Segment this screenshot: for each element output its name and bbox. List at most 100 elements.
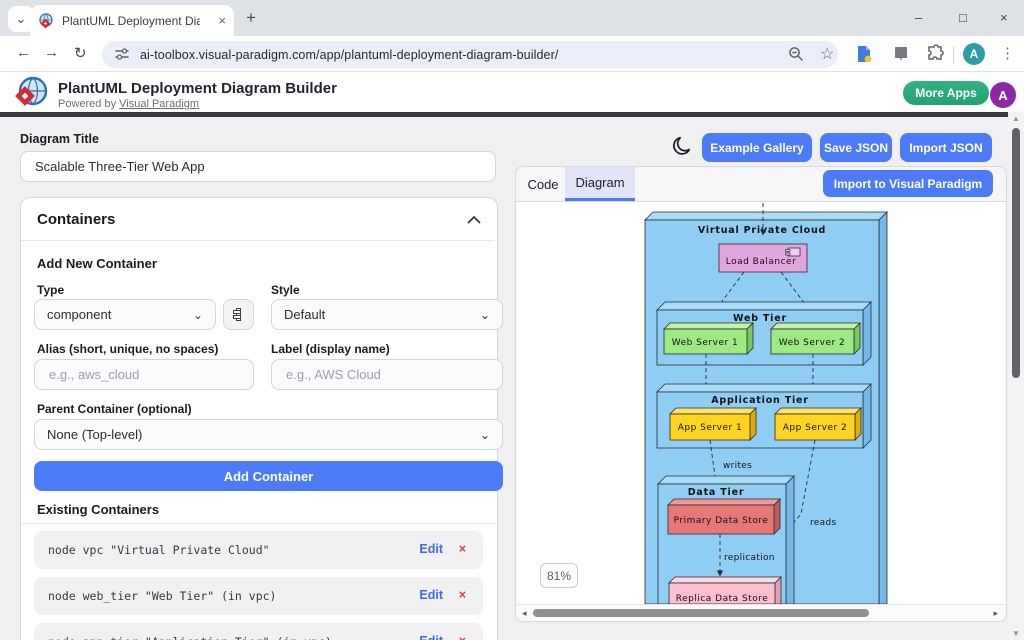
bookmark-star-icon[interactable]: ☆ [820, 46, 835, 63]
browser-tab[interactable]: PlantUML Deployment Diagram × [30, 5, 234, 36]
visual-paradigm-link[interactable]: Visual Paradigm [119, 98, 200, 110]
container-code: node vpc "Virtual Private Cloud" [48, 543, 270, 557]
favicon-icon [39, 12, 53, 28]
alias-field[interactable] [34, 359, 254, 390]
import-to-vp-button[interactable]: Import to Visual Paradigm [823, 170, 993, 197]
type-select[interactable]: component ⌄ [34, 299, 216, 330]
example-gallery-button[interactable]: Example Gallery [702, 133, 812, 162]
node-replica-store: Replica Data Store [668, 576, 782, 605]
web-server-2-label: Web Server 2 [779, 338, 846, 348]
app-tier-title: Application Tier [711, 395, 809, 406]
container-code: node web_tier "Web Tier" (in vpc) [48, 589, 277, 603]
powered-by: Powered by Visual Paradigm [58, 98, 200, 110]
chevron-up-icon[interactable] [467, 215, 481, 224]
delete-icon[interactable]: × [458, 542, 466, 556]
user-avatar[interactable]: A [990, 82, 1016, 108]
puzzle-extensions-icon[interactable] [926, 44, 946, 64]
zoom-level-badge: 81% [540, 563, 578, 588]
delete-icon[interactable]: × [459, 634, 466, 640]
add-new-container-heading: Add New Container [37, 256, 157, 271]
edit-link[interactable]: Edit [419, 542, 443, 556]
delete-icon[interactable]: × [458, 588, 466, 602]
diagram-title-input[interactable] [33, 158, 483, 175]
zoom-out-icon[interactable] [788, 46, 804, 62]
edit-link[interactable]: Edit [419, 634, 443, 640]
container-code: node app_tier "Application Tier" (in vpc… [48, 635, 332, 640]
forward-button[interactable]: → [44, 44, 59, 61]
containers-card: Containers Add New Container Type compon… [20, 197, 503, 640]
edit-link[interactable]: Edit [419, 588, 443, 602]
reload-button[interactable]: ↻ [74, 45, 87, 62]
style-select[interactable]: Default ⌄ [271, 299, 503, 330]
load-balancer-label: Load Balancer [726, 257, 797, 267]
more-apps-button[interactable]: More Apps [903, 81, 989, 105]
horizontal-scroll-thumb[interactable] [533, 609, 869, 617]
tab-search-button[interactable]: ⌄ [8, 6, 34, 32]
url-text[interactable]: ai-toolbox.visual-paradigm.com/app/plant… [140, 48, 559, 62]
scroll-left-icon[interactable]: ◂ [522, 608, 527, 618]
diagram-title-field[interactable] [20, 151, 496, 182]
primary-store-label: Primary Data Store [674, 516, 769, 526]
containers-section-title: Containers [37, 211, 116, 228]
back-button[interactable]: ← [16, 44, 31, 61]
horizontal-scrollbar[interactable]: ◂ ▸ [517, 604, 1005, 621]
import-json-button[interactable]: Import JSON [900, 133, 992, 162]
tab-close-icon[interactable]: × [218, 13, 226, 28]
parent-container-select[interactable]: None (Top-level) ⌄ [34, 419, 503, 450]
toolbar-separator [953, 46, 954, 64]
node-web-tier: Web Tier Web Server 1 Web Server 2 [656, 301, 872, 366]
chevron-down-icon: ⌄ [192, 307, 203, 322]
data-tier-title: Data Tier [688, 487, 745, 498]
writes-label: writes [723, 461, 752, 471]
scroll-down-icon[interactable]: ▼ [1012, 629, 1020, 638]
existing-container-row: node app_tier "Application Tier" (in vpc… [34, 623, 483, 640]
new-tab-button[interactable]: + [246, 8, 256, 28]
scroll-up-icon[interactable]: ▲ [1012, 114, 1020, 123]
kebab-menu-icon[interactable]: ⋮ [1000, 45, 1015, 62]
minimize-button[interactable]: – [915, 10, 923, 25]
address-bar[interactable] [102, 41, 838, 68]
header-divider [0, 112, 1008, 117]
extension-flag-icon[interactable] [892, 45, 910, 63]
close-button[interactable]: × [1000, 10, 1008, 25]
component-type-icon-button[interactable] [223, 299, 254, 330]
tab-diagram[interactable]: Diagram [565, 167, 635, 201]
vertical-scrollbar[interactable]: ▲ ▼ [1008, 112, 1024, 640]
maximize-button[interactable]: □ [959, 10, 967, 25]
vertical-scroll-thumb[interactable] [1012, 128, 1020, 378]
parent-select-value: None (Top-level) [47, 427, 143, 442]
tab-title: PlantUML Deployment Diagram [62, 13, 200, 28]
section-divider [21, 523, 495, 524]
parent-container-label: Parent Container (optional) [37, 402, 192, 416]
label-field[interactable] [271, 359, 503, 390]
add-container-button[interactable]: Add Container [34, 461, 503, 491]
component-icon [233, 308, 241, 321]
tune-icon[interactable] [114, 46, 130, 62]
node-app-tier: Application Tier App Server 1 App Server… [656, 383, 872, 449]
page-title: PlantUML Deployment Diagram Builder [58, 80, 337, 97]
type-select-value: component [47, 307, 112, 322]
tabbar-divider [516, 201, 1006, 202]
tab-code[interactable]: Code [527, 176, 559, 192]
dark-mode-moon-icon[interactable] [672, 136, 692, 157]
browser-profile-avatar[interactable]: A [963, 43, 985, 65]
type-label: Type [37, 283, 65, 297]
alias-input[interactable] [47, 366, 241, 383]
save-json-button[interactable]: Save JSON [820, 133, 892, 162]
extension-doc-icon[interactable] [854, 44, 874, 64]
app-logo-icon [15, 76, 48, 106]
scroll-right-icon[interactable]: ▸ [993, 608, 998, 618]
label-input[interactable] [284, 366, 490, 383]
app-server-1-label: App Server 1 [678, 423, 743, 433]
web-tier-title: Web Tier [733, 313, 787, 324]
style-select-value: Default [284, 307, 326, 322]
section-divider [21, 240, 495, 241]
diagram-canvas[interactable]: Virtual Private Cloud Load Balancer [517, 202, 1005, 605]
chevron-down-icon: ⌄ [479, 427, 490, 442]
diagram-panel: Code Diagram Import to Visual Paradigm V… [515, 166, 1007, 622]
node-load-balancer: Load Balancer [718, 243, 808, 273]
app-header [0, 72, 1024, 112]
existing-container-row: node web_tier "Web Tier" (in vpc) Edit × [34, 577, 483, 615]
replica-store-label: Replica Data Store [676, 594, 769, 604]
vpc-title: Virtual Private Cloud [698, 225, 826, 236]
